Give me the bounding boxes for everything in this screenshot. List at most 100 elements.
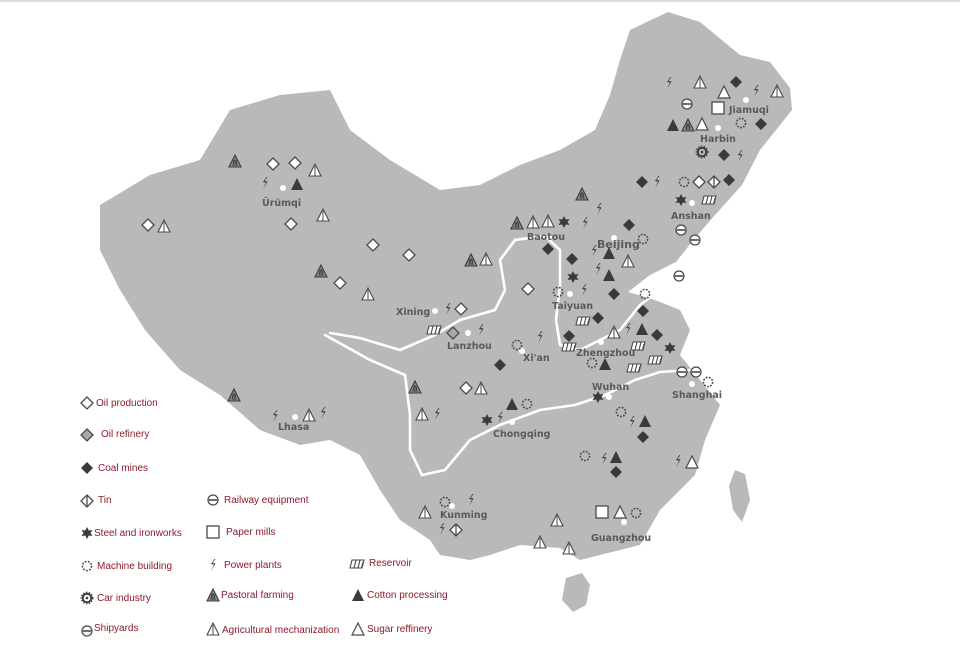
car-industry-icon (80, 591, 94, 605)
legend-reservoir-label: Reservoir (369, 558, 412, 569)
reservoir-icon (630, 341, 646, 351)
oil-production-icon (80, 396, 94, 410)
city-dot (606, 394, 612, 400)
shipyard-icon (81, 625, 93, 637)
machine-building-icon (81, 560, 93, 572)
legend-railway: Railway equipment (207, 494, 309, 506)
shipyard-icon (676, 366, 688, 378)
legend-agri: Agricultural mechanization (206, 622, 339, 636)
reservoir-icon (647, 355, 663, 365)
legend-machine: Machine building (81, 560, 172, 572)
legend-railway-label: Railway equipment (224, 495, 309, 506)
reservoir-icon (626, 363, 642, 373)
mainland-china-shape (100, 12, 792, 560)
city-label-harbin: Harbin (700, 134, 736, 145)
city-label-xian: Xi'an (523, 353, 550, 364)
legend-paper-label: Paper mills (226, 527, 275, 538)
legend-coal-mines-label: Coal mines (98, 463, 148, 474)
legend-shipyard-label: Shipyards (94, 623, 138, 634)
pastoral-farming-icon (206, 588, 220, 602)
city-label-zhengzhou: Zhengzhou (576, 348, 635, 359)
legend-car-label: Car industry (97, 593, 151, 604)
paper-mills-icon (206, 525, 220, 539)
city-dot (689, 200, 695, 206)
legend-machine-label: Machine building (97, 561, 172, 572)
legend-tin-label: Tin (98, 495, 112, 506)
city-label-taiyuan: Taiyuan (552, 301, 593, 312)
paper-mills-icon (711, 101, 725, 115)
city-dot (715, 125, 721, 131)
city-label-beijing: Beijing (597, 238, 640, 251)
legend-coal-mines: Coal mines (81, 462, 148, 474)
city-dot (611, 235, 617, 241)
city-dot (509, 419, 515, 425)
legend-paper: Paper mills (206, 525, 275, 539)
yellow-river (328, 234, 662, 352)
taiwan-island (729, 470, 750, 522)
legend-steel-label: Steel and ironworks (94, 528, 182, 539)
city-label-lhasa: Lhasa (278, 422, 309, 433)
city-label-guangzhou: Guangzhou (591, 533, 651, 544)
legend-reservoir: Reservoir (349, 558, 412, 569)
reservoir-icon (701, 195, 717, 205)
city-dot (743, 97, 749, 103)
city-label-jiamusi: Jiamuqi (728, 105, 769, 116)
city-dot (432, 308, 438, 314)
city-label-urumqi: Ürümqi (262, 198, 301, 209)
city-label-shanghai: Shanghai (672, 390, 722, 401)
machine-building-icon (702, 376, 714, 388)
legend-power: Power plants (211, 559, 282, 571)
legend-car: Car industry (80, 591, 151, 605)
legend-oil-production: Oil production (80, 396, 158, 410)
city-dot (449, 503, 455, 509)
legend-cotton-label: Cotton processing (367, 590, 448, 601)
shipyard-icon (675, 224, 687, 236)
cotton-processing-icon (352, 589, 364, 601)
legend-steel: Steel and ironworks (81, 527, 182, 539)
city-dot (598, 339, 604, 345)
shipyard-icon (673, 270, 685, 282)
top-border (0, 0, 960, 2)
legend-power-label: Power plants (224, 560, 282, 571)
legend-sugar-label: Sugar reffinery (367, 624, 432, 635)
city-label-anshan: Anshan (671, 211, 711, 222)
coal-mines-icon (81, 462, 93, 474)
steel-icon (81, 527, 93, 539)
city-label-lanzhou: Lanzhou (447, 341, 492, 352)
legend-cotton: Cotton processing (352, 589, 448, 601)
city-label-baotou: Baotou (527, 232, 565, 243)
city-dot (546, 234, 552, 240)
reservoir-icon (349, 559, 365, 569)
legend-tin: Tin (80, 494, 112, 508)
shipyard-icon (689, 234, 701, 246)
city-label-kunming: Kunming (440, 510, 487, 521)
reservoir-icon (426, 325, 442, 335)
reservoir-icon (575, 316, 591, 326)
city-dot (621, 519, 627, 525)
legend-pastoral-label: Pastoral farming (221, 590, 294, 601)
city-label-chongqing: Chongqing (493, 429, 550, 440)
city-dot (689, 381, 695, 387)
hainan-island (562, 573, 590, 612)
city-dot (292, 414, 298, 420)
legend-sugar: Sugar reffinery (351, 622, 432, 636)
shipyard-icon (690, 366, 702, 378)
legend-pastoral: Pastoral farming (206, 588, 294, 602)
city-label-xining: Xining (396, 307, 430, 318)
city-dot (519, 348, 525, 354)
sugar-refinery-icon (351, 622, 365, 636)
city-label-wuhan: Wuhan (592, 382, 629, 393)
oil-refinery-icon (80, 428, 94, 442)
legend-oil-production-label: Oil production (96, 398, 158, 409)
legend-agri-label: Agricultural mechanization (222, 625, 339, 636)
legend: Oil production Oil refinery Coal mines T… (80, 396, 448, 637)
reservoir-icon (561, 342, 577, 352)
legend-oil-refinery: Oil refinery (80, 428, 149, 442)
paper-mills-icon (595, 505, 609, 519)
agricultural-mechanization-icon (206, 622, 220, 636)
city-dot (280, 185, 286, 191)
city-markers: Ürümqi Lhasa Xining Lanzhou Baotou Beiji… (262, 97, 769, 544)
yangtze-river (323, 333, 692, 477)
city-dot (465, 330, 471, 336)
